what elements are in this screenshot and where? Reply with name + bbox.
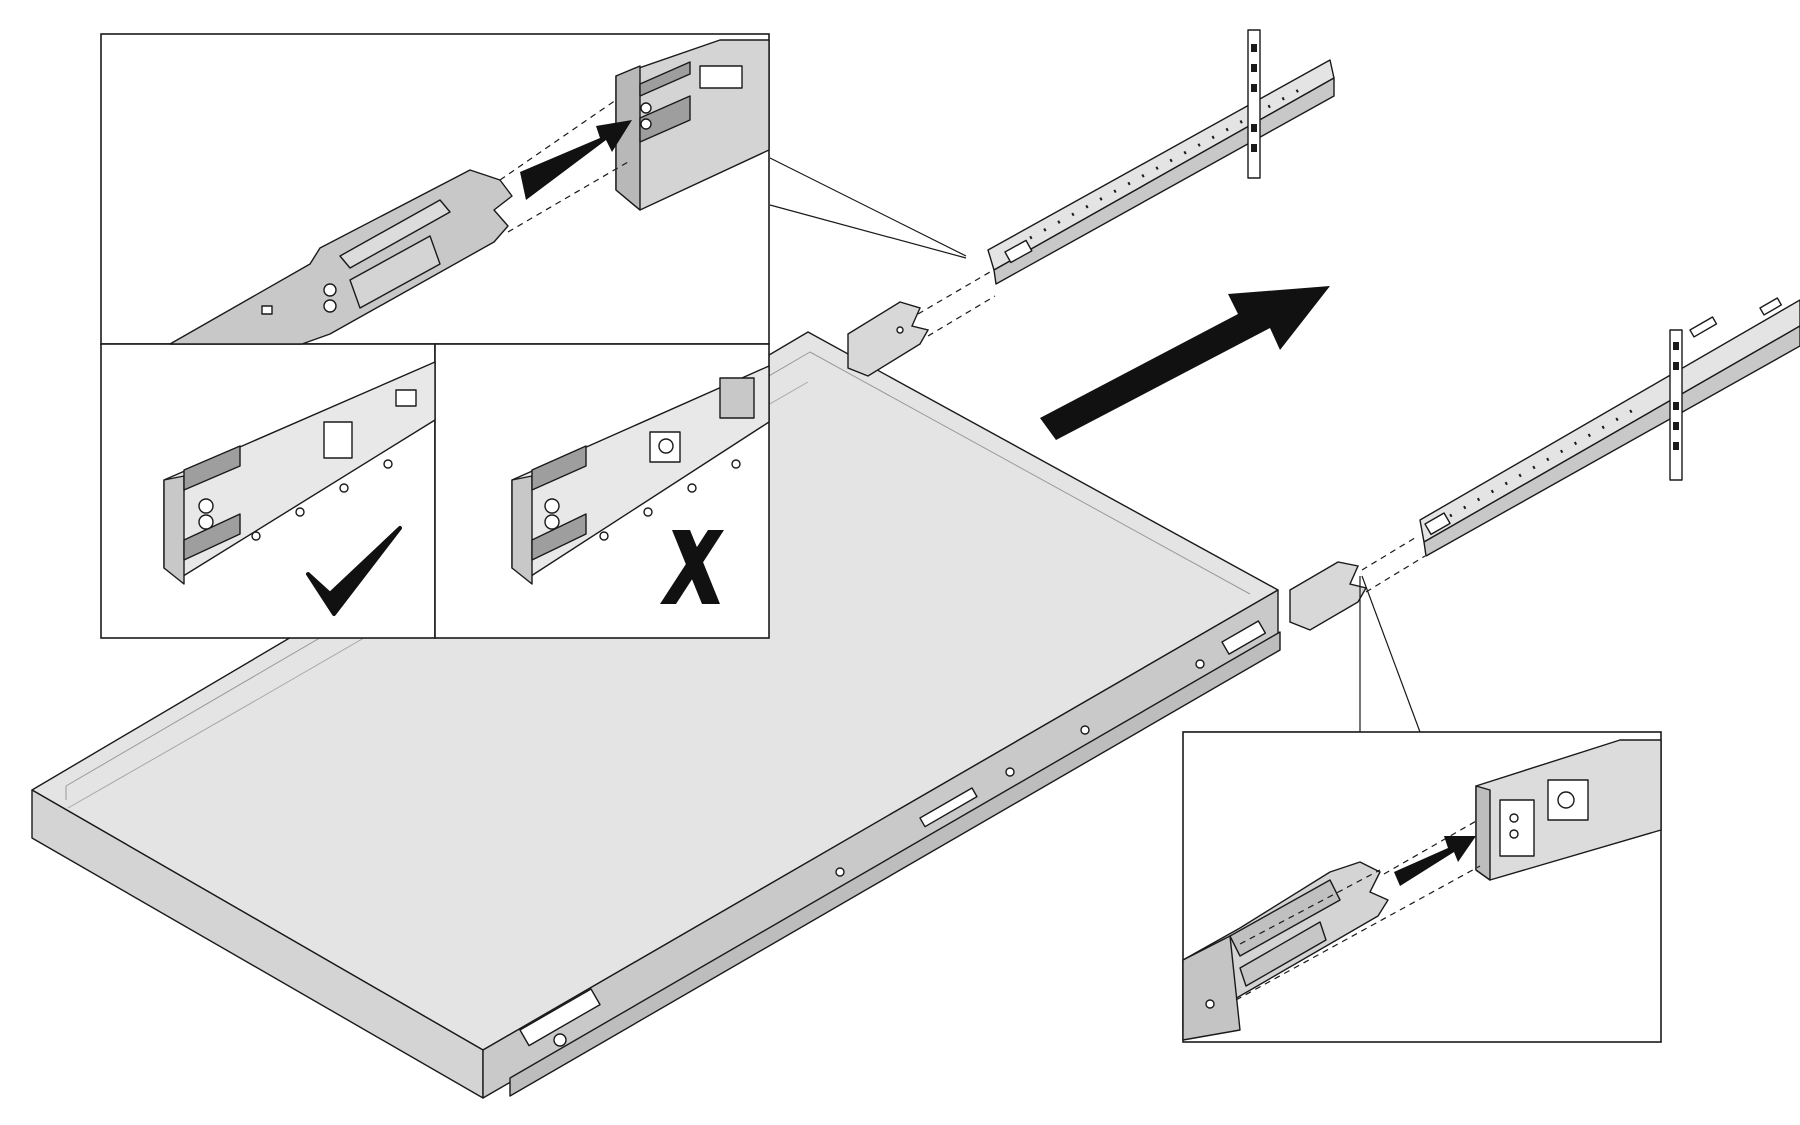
callout-lines-top <box>769 157 967 259</box>
alignment-guides <box>917 271 1426 593</box>
chassis-rail-latch <box>1221 620 1267 655</box>
chassis-screw-1 <box>553 1033 567 1047</box>
rack-bracket-upper <box>1247 29 1261 179</box>
arrow-right-icon <box>1394 836 1476 886</box>
inner-rail-right-tab <box>1289 561 1368 631</box>
arrow-up-right-icon <box>1040 286 1330 440</box>
chassis-inner-rail-right <box>509 631 1281 1097</box>
inner-rail-left-tab <box>847 301 930 377</box>
chassis-front-latch <box>519 988 601 1047</box>
cross-icon <box>660 530 724 604</box>
inset-correct-rail <box>163 361 436 585</box>
chassis-inner-rim <box>65 351 1251 787</box>
outer-rail-upper <box>987 29 1335 285</box>
inset-incorrect-rail <box>511 365 770 585</box>
arrow-right-icon <box>520 120 632 200</box>
chassis-rail-slot <box>919 787 978 828</box>
outer-rail-lower <box>1419 297 1800 557</box>
inset-bottom-guides <box>1235 819 1481 1001</box>
inset-top-rail-parts <box>169 39 770 345</box>
inset-bottom-rail-parts <box>1182 739 1662 1041</box>
inset-top-guides <box>499 99 629 233</box>
server-chassis <box>31 331 1281 1099</box>
checkmark-icon <box>306 526 402 616</box>
chassis-rail-holes <box>835 659 1205 877</box>
